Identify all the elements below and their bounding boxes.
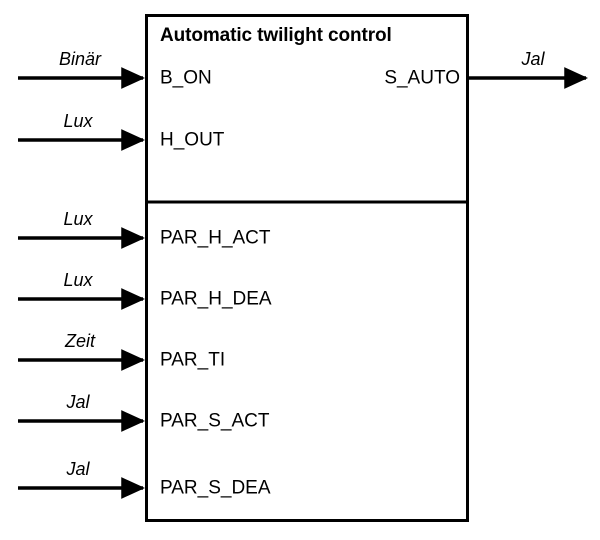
signal-label-b-on: Binär bbox=[58, 49, 102, 69]
signal-label-par-h-act: Lux bbox=[63, 209, 93, 229]
port-label-par-ti: PAR_TI bbox=[160, 349, 226, 371]
port-label-s-auto: S_AUTO bbox=[384, 67, 460, 89]
block-outline bbox=[145, 14, 469, 522]
block-body bbox=[145, 14, 469, 522]
port-label-h-out: H_OUT bbox=[160, 129, 225, 151]
port-label-par-s-act: PAR_S_ACT bbox=[160, 410, 270, 432]
signal-label-par-ti: Zeit bbox=[64, 331, 96, 351]
port-label-par-s-dea: PAR_S_DEA bbox=[160, 477, 271, 499]
signal-label-h-out: Lux bbox=[63, 111, 93, 131]
input-connector-group bbox=[18, 67, 146, 499]
port-label-par-h-dea: PAR_H_DEA bbox=[160, 288, 272, 310]
signal-label-par-s-dea: Jal bbox=[66, 459, 90, 479]
port-label-b-on: B_ON bbox=[160, 67, 212, 89]
signal-label-s-auto: Jal bbox=[521, 49, 545, 69]
block-title: Automatic twilight control bbox=[160, 25, 392, 46]
signal-label-par-s-act: Jal bbox=[66, 392, 90, 412]
port-label-par-h-act: PAR_H_ACT bbox=[160, 227, 271, 249]
signal-label-par-h-dea: Lux bbox=[63, 270, 93, 290]
